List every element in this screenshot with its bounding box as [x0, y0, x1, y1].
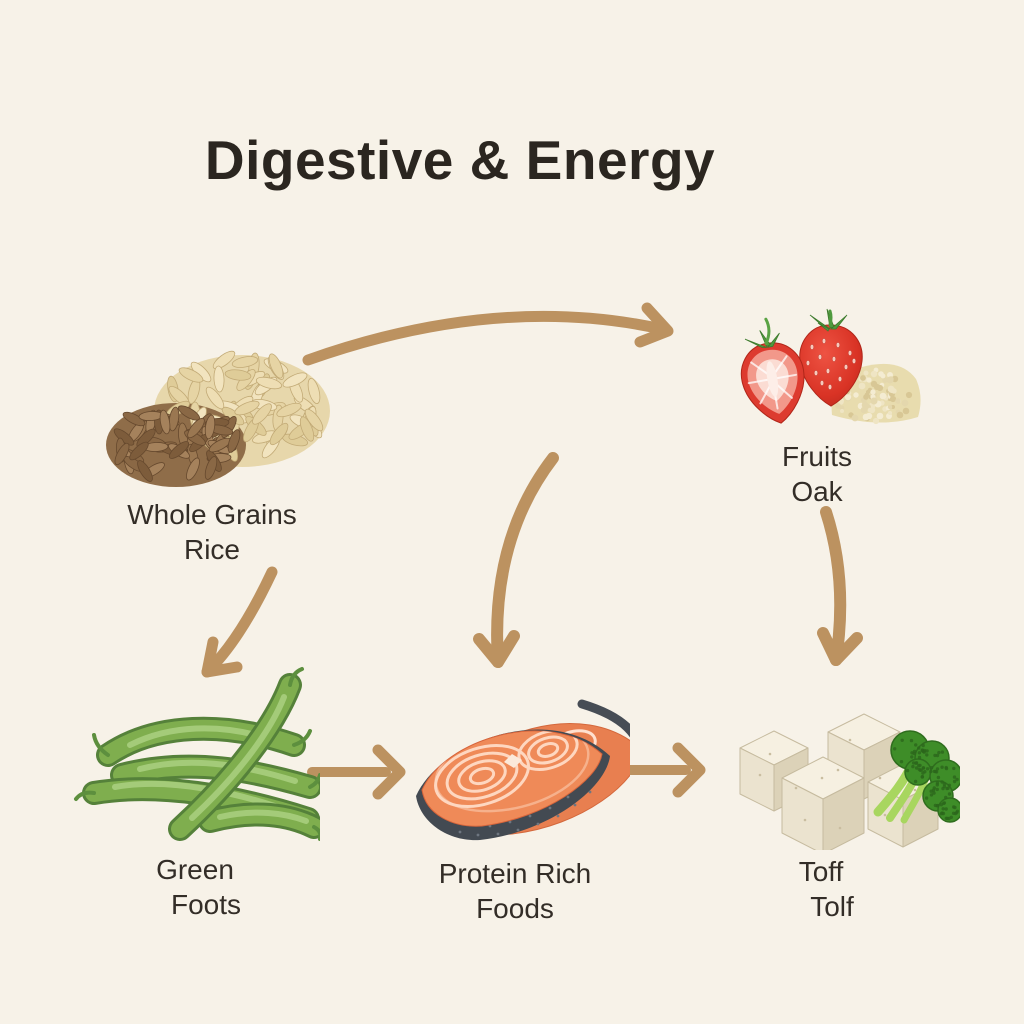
tofu-broccoli-illustration [739, 713, 960, 850]
arrow-grains-to-green-foods [201, 566, 278, 678]
node-fruits: Fruits Oak [712, 295, 922, 509]
salmon-steak-illustration [416, 699, 630, 841]
label-tofu-line1: Toff [798, 856, 844, 887]
label-whole-grains-line2: Rice [183, 534, 240, 565]
node-green-foods: Green Foots [70, 663, 320, 922]
label-whole-grains-line1: Whole Grains [127, 499, 297, 530]
label-green-foods-line2: Foots [170, 889, 242, 920]
arrow-green-foods-to-protein [307, 744, 406, 800]
label-protein-line1: Protein Rich [438, 858, 592, 889]
strawberries-oats-illustration [741, 308, 921, 425]
node-protein-rich-foods: Protein Rich Foods [400, 692, 630, 926]
arrow-protein-to-tofu [623, 742, 706, 798]
label-green-foods-line1: Green [156, 854, 234, 885]
green-beans-illustration [74, 667, 320, 841]
page-title: Digestive & Energy [204, 129, 716, 191]
grains-pile-illustration [106, 350, 330, 487]
arrow-fruits-to-tofu [817, 506, 863, 666]
arrow-center-to-protein [473, 452, 559, 668]
node-whole-grains: Whole Grains Rice [92, 333, 332, 567]
label-fruits-line1: Fruits [782, 441, 852, 472]
node-tofu: Toff Tolf [710, 670, 960, 924]
label-protein-line2: Foods [476, 893, 554, 924]
label-fruits-line2: Oak [791, 476, 843, 507]
arrow-grains-to-fruits [302, 302, 674, 366]
label-tofu-line2: Tolf [810, 891, 854, 922]
